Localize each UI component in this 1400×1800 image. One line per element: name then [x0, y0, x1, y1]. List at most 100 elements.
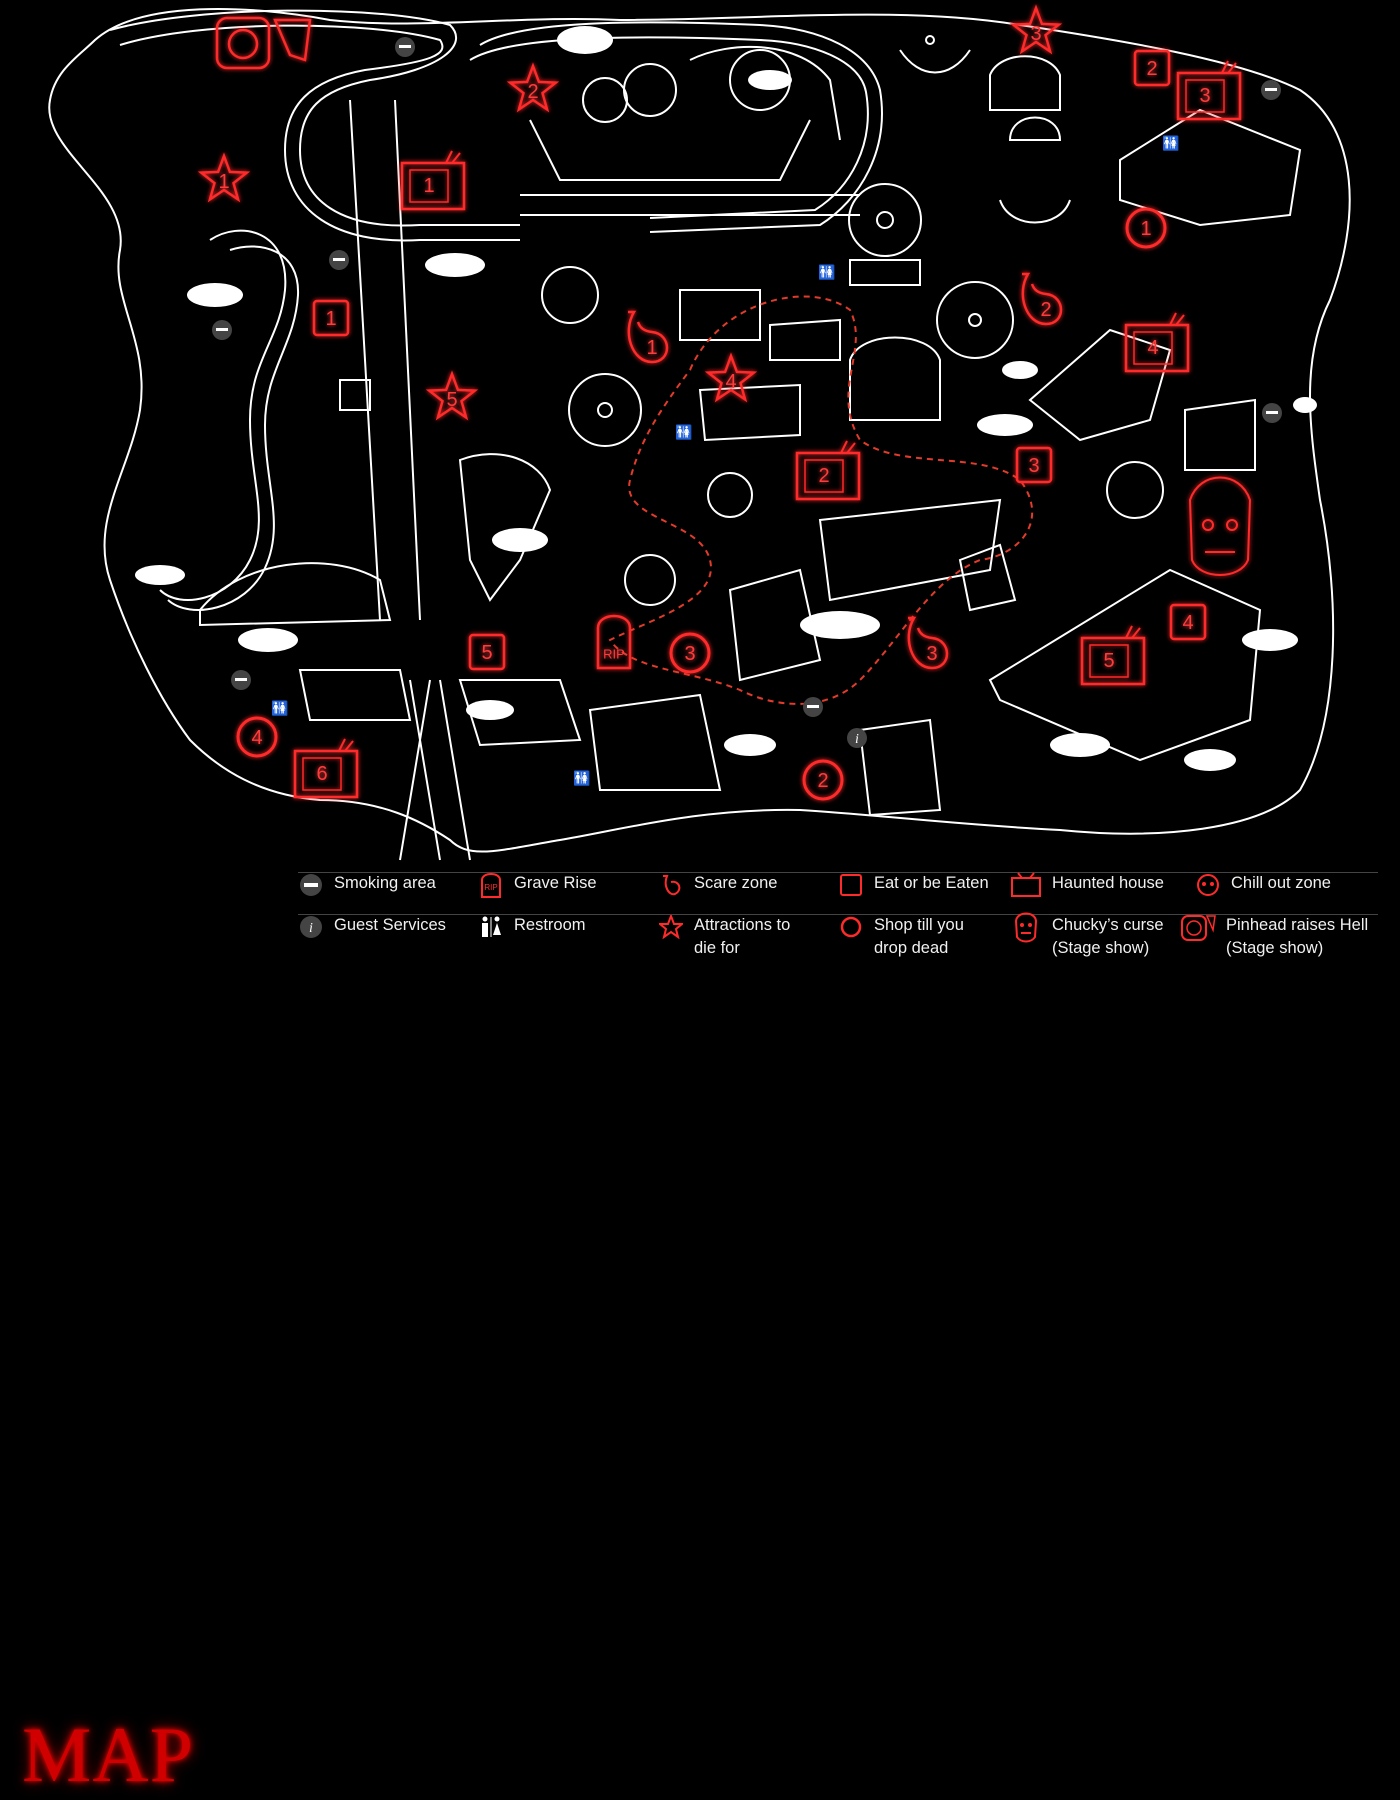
scare-zone-number: 1 — [646, 337, 657, 359]
legend-item-guest-services: i Guest Services — [298, 914, 446, 940]
smoking-area-icon — [1261, 80, 1281, 100]
buildings — [458, 108, 1302, 817]
haunted-house-number: 1 — [423, 175, 434, 197]
attraction-number: 5 — [446, 389, 457, 411]
legend-item-chucky: Chucky’s curse (Stage show) — [1010, 912, 1164, 960]
eat-number: 1 — [325, 308, 336, 330]
restroom-icon: 🚻 — [573, 770, 590, 787]
haunted-house-5[interactable]: 5 — [1080, 625, 1146, 686]
legend-label: Shop till you drop dead — [874, 916, 964, 957]
restroom-icon — [478, 914, 504, 940]
eat-or-be-eaten-3[interactable]: 3 — [1015, 446, 1053, 484]
eat-or-be-eaten-1[interactable]: 1 — [312, 299, 350, 337]
attraction-star-4[interactable]: 4 — [704, 352, 758, 403]
attraction-star-2[interactable]: 2 — [506, 62, 560, 113]
coaster-track — [109, 9, 883, 242]
haunted-house-1[interactable]: 1 — [400, 150, 466, 211]
legend-item-grave-rise: RIP Grave Rise — [478, 872, 597, 898]
attraction-number: 1 — [218, 171, 229, 193]
smoking-area-icon — [298, 872, 324, 898]
eat-or-be-eaten-2[interactable]: 2 — [1133, 49, 1171, 87]
smoking-area-icon — [212, 320, 232, 340]
eat-number: 3 — [1028, 455, 1039, 477]
guest-services-icon: i — [847, 728, 867, 748]
attraction-star-1[interactable]: 1 — [197, 152, 251, 203]
legend-label: Scare zone — [694, 874, 778, 892]
pinhead-icon — [1180, 914, 1216, 941]
attraction-number: 4 — [725, 371, 736, 393]
haunted-house-number: 2 — [818, 465, 829, 487]
legend-divider — [298, 914, 1378, 915]
markers-layer: 1 2 3 4 5 1 2 3 4 5 6 1 2 3 4 5 1 2 3 4 1 2 3 — [197, 4, 1242, 801]
eat-or-be-eaten-icon — [838, 872, 864, 898]
restroom-icon: 🚻 — [271, 700, 288, 717]
restroom-icon: 🚻 — [818, 264, 835, 281]
scare-zone-3[interactable]: 3 — [907, 616, 949, 670]
legend-label: Chucky’s curse (Stage show) — [1052, 916, 1164, 957]
eat-or-be-eaten-4[interactable]: 4 — [1169, 603, 1207, 641]
grave-rise-icon: RIP — [478, 872, 504, 898]
smoking-area-icon — [395, 37, 415, 57]
legend-label: Smoking area — [334, 874, 436, 892]
shop-2[interactable]: 2 — [802, 759, 844, 801]
legend-divider — [298, 872, 1378, 873]
restroom-icon: 🚻 — [1162, 135, 1179, 152]
eat-or-be-eaten-5[interactable]: 5 — [468, 633, 506, 671]
scare-zone-number: 2 — [1040, 299, 1051, 321]
legend-label: Eat or be Eaten — [874, 874, 989, 892]
guest-services-icon: i — [298, 914, 324, 940]
shop-number: 3 — [684, 643, 695, 665]
scare-zone-icon — [658, 872, 684, 898]
scare-zone-2[interactable]: 2 — [1021, 272, 1063, 326]
attractions-star-icon — [658, 914, 684, 940]
legend-label: Haunted house — [1052, 874, 1164, 892]
eat-number: 2 — [1146, 58, 1157, 80]
smoking-area-icon — [1262, 403, 1282, 423]
haunted-house-4[interactable]: 4 — [1124, 312, 1190, 373]
park-boundary — [48, 7, 1351, 853]
water-slide — [159, 229, 392, 627]
smoking-area-icon — [329, 250, 349, 270]
legend-label: Chill out zone — [1231, 874, 1331, 892]
park-map: 🚻 🚻 🚻 🚻 🚻 i RIP 1 2 3 4 5 1 2 3 4 5 6 1 2 3 4 5 1 2 3 4 1 2 3 — [48, 4, 1351, 861]
legend-item-shop: Shop till you drop dead — [838, 914, 964, 960]
legend-label: Pinhead raises Hell (Stage show) — [1226, 916, 1369, 957]
legend-item-restroom: Restroom — [478, 914, 586, 940]
haunted-house-2[interactable]: 2 — [795, 440, 861, 501]
legend: MAP Smoking area RIP Grave Rise Scare zo… — [0, 848, 1400, 1798]
shop-3[interactable]: 3 — [669, 632, 711, 674]
legend-item-haunted-house: Haunted house — [1010, 872, 1164, 898]
shop-4[interactable]: 4 — [236, 716, 278, 758]
haunted-house-number: 6 — [316, 763, 327, 785]
legend-item-scare-zone: Scare zone — [658, 872, 777, 898]
svg-text:i: i — [309, 921, 313, 936]
haunted-house-icon — [1010, 872, 1042, 898]
legend-item-chill-out: Chill out zone — [1195, 872, 1331, 898]
smoking-area-icon — [231, 670, 251, 690]
shop-1[interactable]: 1 — [1125, 207, 1167, 249]
legend-label: Grave Rise — [514, 874, 597, 892]
eat-number: 4 — [1182, 612, 1193, 634]
haunted-house-3[interactable]: 3 — [1176, 60, 1242, 121]
attraction-star-3[interactable]: 3 — [1009, 4, 1063, 55]
smoking-area-icon — [803, 697, 823, 717]
map-title: MAP — [22, 1711, 195, 1798]
shop-number: 1 — [1140, 218, 1151, 240]
attraction-number: 3 — [1030, 23, 1041, 45]
haunted-house-number: 3 — [1199, 85, 1210, 107]
haunted-house-6[interactable]: 6 — [293, 738, 359, 799]
chucky-stage-icon[interactable] — [1188, 476, 1252, 576]
grave-rise-icon[interactable]: RIP — [596, 614, 632, 670]
legend-item-eat: Eat or be Eaten — [838, 872, 989, 898]
legend-item-attractions: Attractions to die for — [658, 914, 790, 960]
pinhead-stage-icon[interactable] — [215, 16, 312, 70]
legend-label: Attractions to die for — [694, 916, 791, 957]
scare-zone-number: 3 — [926, 643, 937, 665]
restroom-icon: 🚻 — [675, 424, 692, 441]
scare-zone-1[interactable]: 1 — [627, 310, 669, 364]
smoking-markers — [212, 37, 1282, 717]
trees — [135, 26, 1317, 771]
legend-item-smoking: Smoking area — [298, 872, 436, 898]
attraction-star-5[interactable]: 5 — [425, 370, 479, 421]
legend-item-pinhead: Pinhead raises Hell (Stage show) — [1180, 914, 1368, 960]
